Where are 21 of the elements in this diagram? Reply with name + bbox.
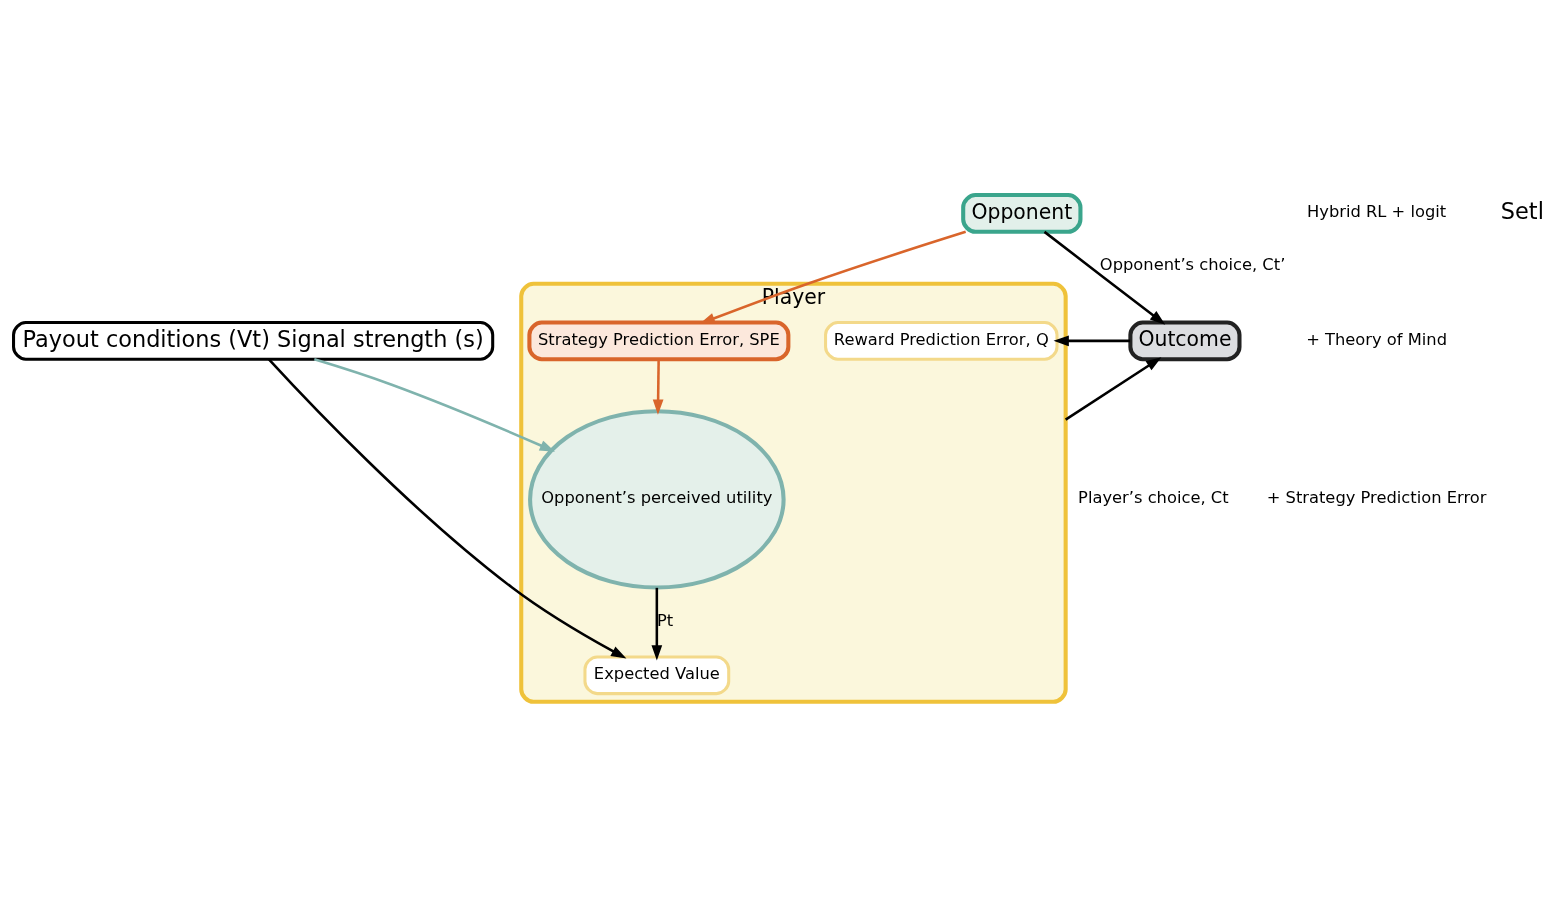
legend-label: Hybrid RL + logit: [1307, 201, 1447, 221]
edge-label: Pt: [656, 610, 674, 630]
node-box: Strategy Prediction Error, SPE: [527, 319, 791, 361]
arrow: [652, 358, 664, 415]
node-ellipse: Opponent’s perceived utility: [528, 408, 786, 590]
node-box: Outcome: [1128, 319, 1242, 361]
edge-label: Player’s choice, Ct: [1078, 487, 1229, 507]
arrow: [1064, 356, 1162, 421]
label: Setl: [1500, 197, 1544, 224]
arrow: [268, 357, 627, 659]
edge-label: Opponent’s choice, Ct’: [1099, 254, 1286, 274]
node-box: Reward Prediction Error, Q: [824, 320, 1059, 361]
legend-label: + Strategy Prediction Error: [1266, 487, 1487, 507]
node-box: Expected Value: [583, 654, 731, 695]
arrow: [1043, 230, 1166, 325]
arrow: [651, 587, 663, 661]
node-box: Opponent: [961, 192, 1083, 234]
arrow: [313, 357, 555, 452]
node-box: Payout conditions (Vt) Signal strength (s): [12, 320, 495, 361]
arrow: [1053, 335, 1131, 346]
legend-label: + Theory of Mind: [1306, 329, 1447, 349]
